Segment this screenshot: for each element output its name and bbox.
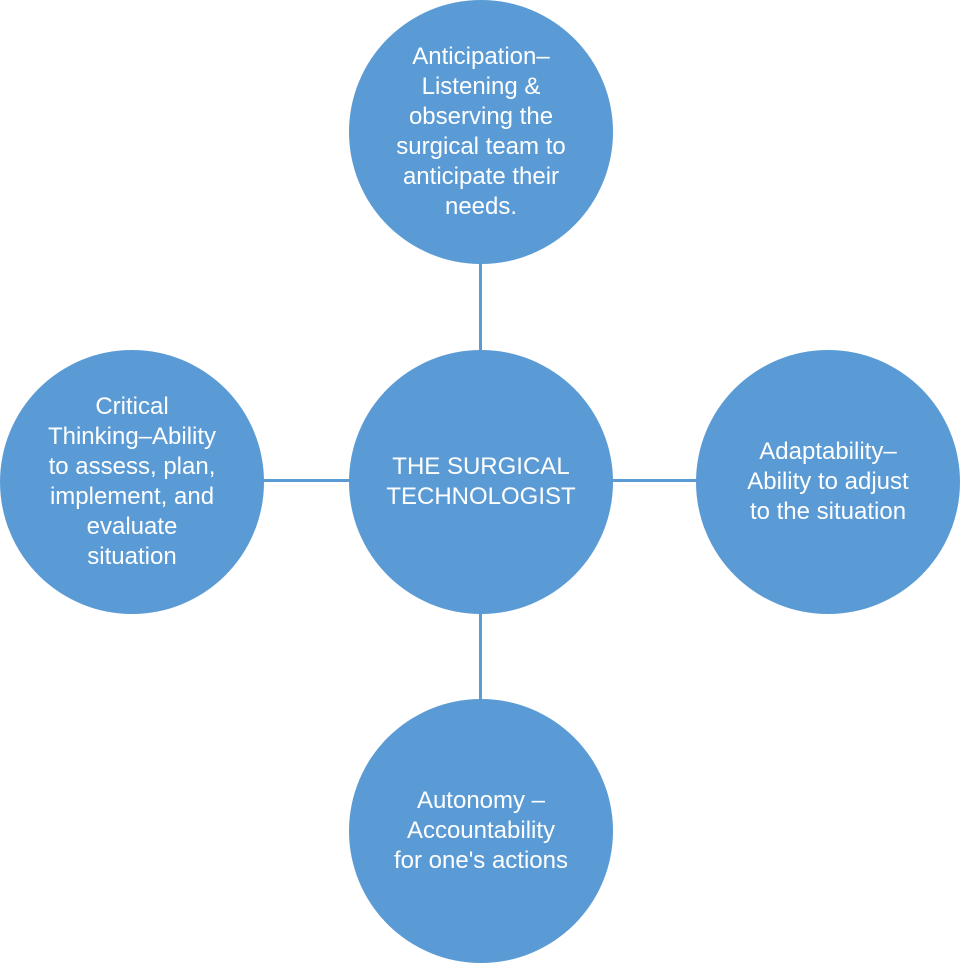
node-bottom: Autonomy – Accountability for one's acti… — [349, 699, 613, 963]
connector-top — [479, 262, 482, 352]
node-top: Anticipation– Listening & observing the … — [349, 0, 613, 264]
node-bottom-text: Autonomy – Accountability for one's acti… — [393, 787, 568, 874]
node-top-text: Anticipation– Listening & observing the … — [396, 43, 566, 220]
node-center: THE SURGICAL TECHNOLOGIST — [349, 350, 613, 614]
node-center-text: THE SURGICAL TECHNOLOGIST — [386, 453, 576, 510]
node-right-text: Adaptability– Ability to adjust to the s… — [747, 438, 909, 525]
connector-bottom — [479, 612, 482, 702]
connector-right — [610, 479, 698, 482]
node-right: Adaptability– Ability to adjust to the s… — [696, 350, 960, 614]
node-left: Critical Thinking–Ability to assess, pla… — [0, 350, 264, 614]
connector-left — [262, 479, 352, 482]
node-left-text: Critical Thinking–Ability to assess, pla… — [47, 393, 217, 570]
